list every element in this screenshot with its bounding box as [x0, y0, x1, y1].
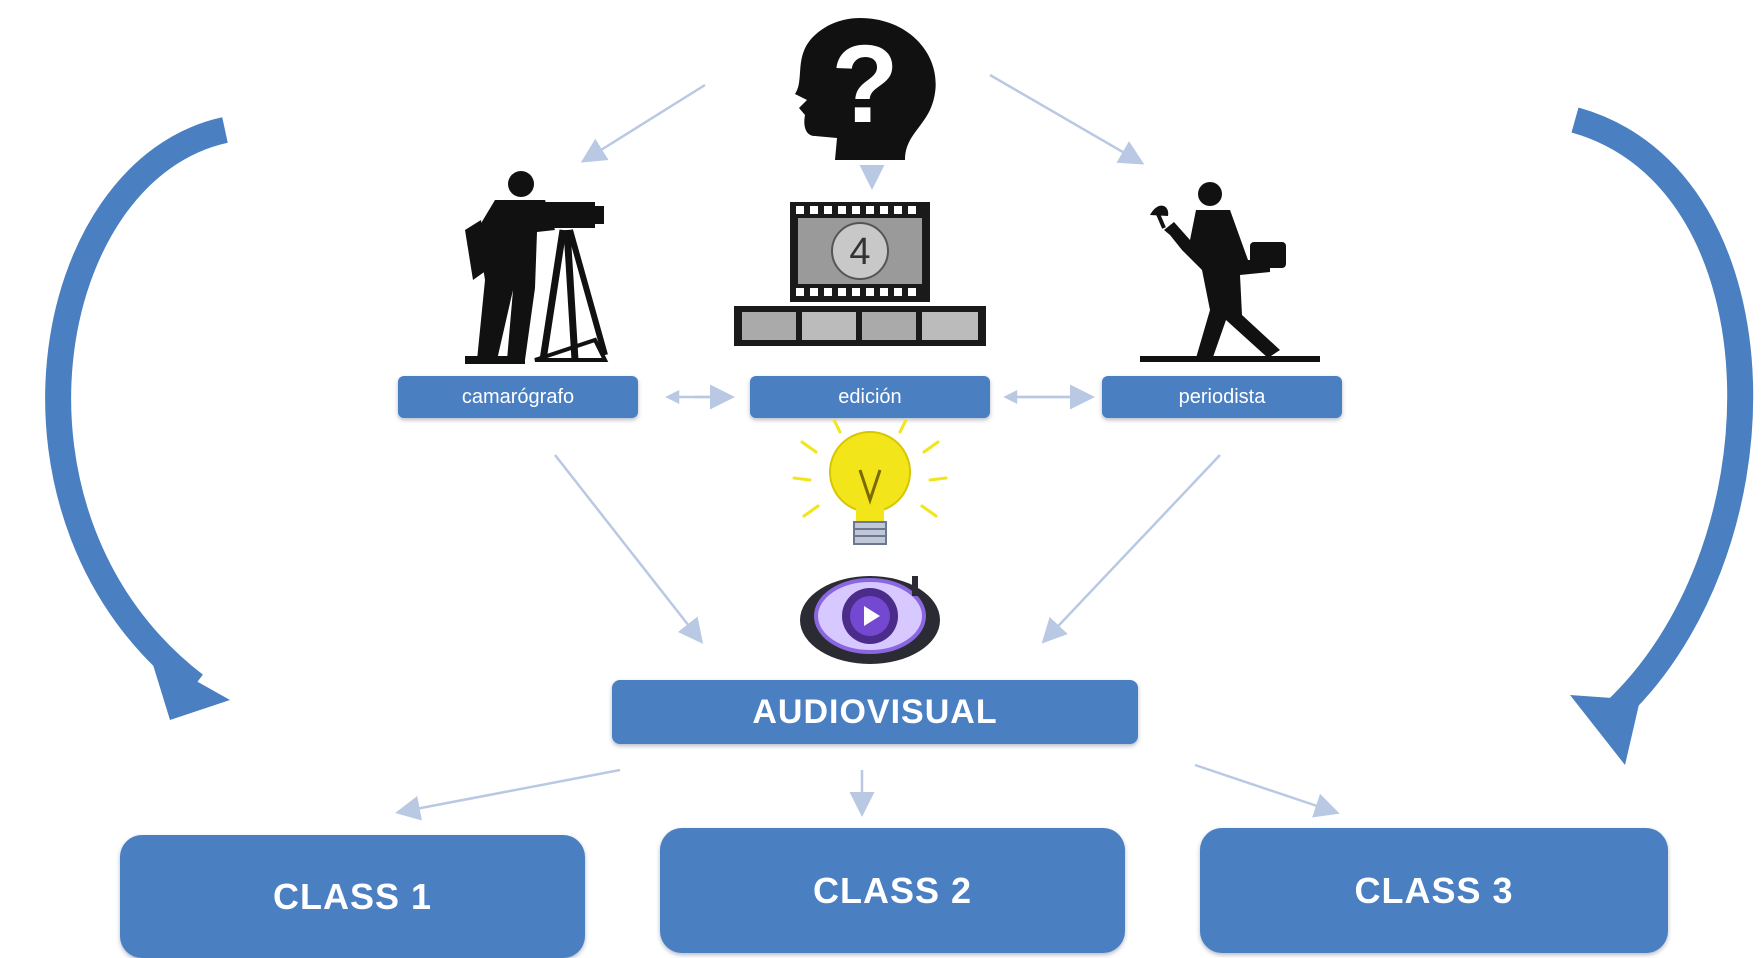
role-edicion-label: edición [838, 385, 902, 408]
arrow-cameraman-to-player [554, 454, 704, 644]
role-periodista-label: periodista [1178, 385, 1266, 408]
arrow-head-to-cameraman [580, 83, 706, 163]
class-2-label: CLASS 2 [812, 869, 973, 911]
role-camarografo-label: camarógrafo [461, 385, 575, 408]
arrow-head-left-1 [665, 389, 680, 405]
arrow-audiovisual-to-class3 [1194, 763, 1340, 818]
class-1-label: CLASS 1 [272, 875, 433, 917]
cameraman-icon [465, 171, 609, 364]
left-curved-arrow [45, 117, 230, 720]
thinking-head-icon: ? [795, 18, 936, 160]
class-3-label: CLASS 3 [1354, 869, 1514, 911]
role-periodista: periodista [1102, 376, 1342, 418]
audiovisual-box: AUDIOVISUAL [612, 680, 1138, 744]
light-bulb-icon [792, 420, 948, 545]
reporter-icon [1140, 182, 1320, 362]
arrow-reporter-to-player [1041, 454, 1221, 644]
role-edicion: edición [750, 376, 990, 418]
film-strip-icon: 4 [734, 202, 986, 346]
class-3-box: CLASS 3 [1200, 828, 1668, 953]
arrow-head-left-2 [1003, 389, 1018, 405]
right-curved-arrow [1570, 107, 1754, 765]
arrow-head-to-reporter [989, 73, 1145, 165]
class-1-box: CLASS 1 [120, 835, 585, 958]
class-2-box: CLASS 2 [660, 828, 1125, 953]
role-camarografo: camarógrafo [398, 376, 638, 418]
media-player-icon [800, 576, 940, 664]
arrow-audiovisual-to-class1 [395, 768, 621, 821]
svg-text:?: ? [831, 23, 898, 146]
audiovisual-label: AUDIOVISUAL [752, 692, 998, 731]
film-number: 4 [849, 231, 870, 273]
